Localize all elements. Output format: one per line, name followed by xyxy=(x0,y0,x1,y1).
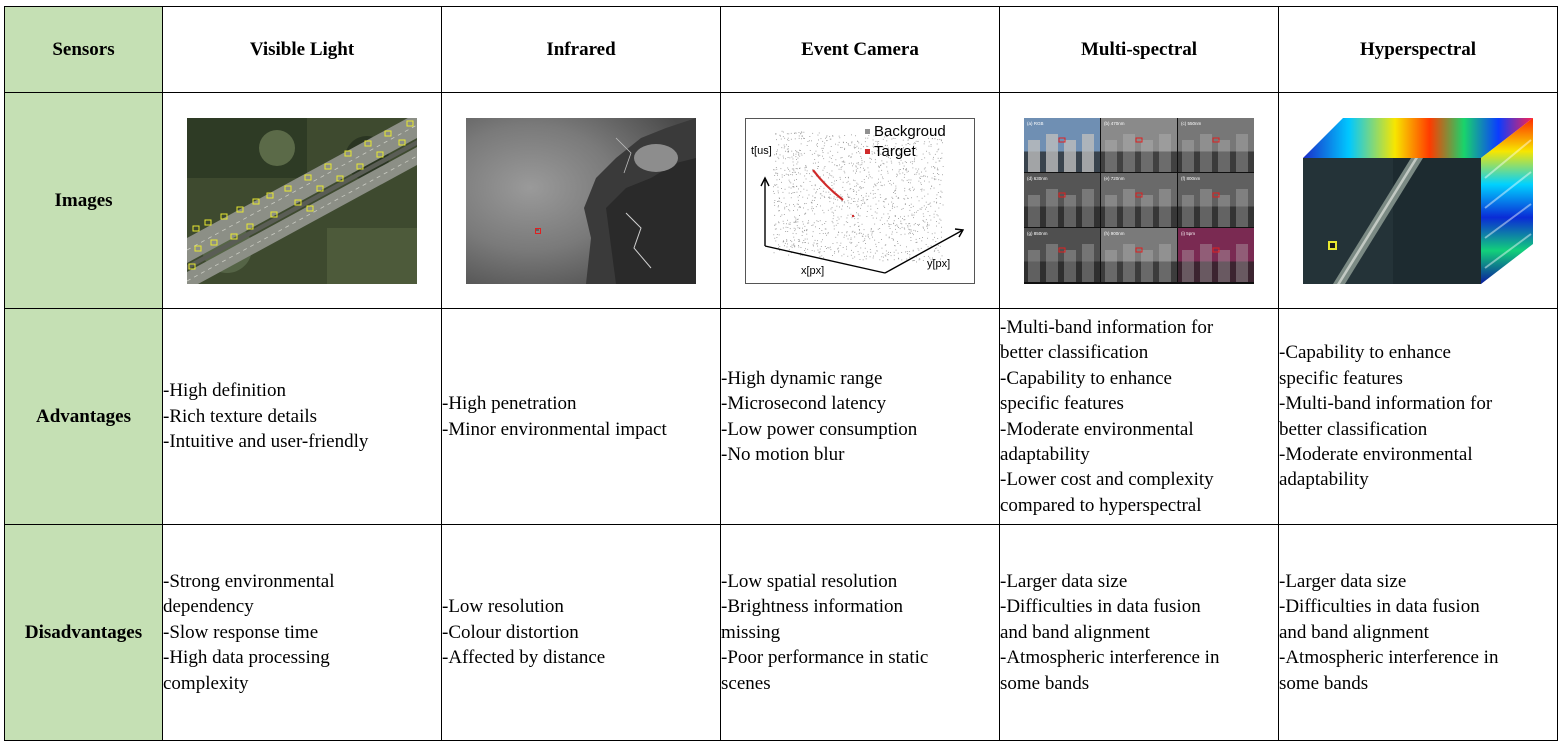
cell-line: -High definition xyxy=(163,380,286,402)
cell-line: -Microsecond latency xyxy=(721,393,887,415)
cell-line: -Brightness information xyxy=(721,596,904,618)
advantages-row: Advantages -High definition -Rich texture… xyxy=(4,308,1558,525)
band-tile-label: (d) 630nm xyxy=(1027,176,1048,181)
cell-line: dependency xyxy=(163,596,254,618)
infrared-grayscale-image xyxy=(466,117,696,284)
background-events xyxy=(773,130,944,263)
cell-line: -Atmospheric interference in xyxy=(1279,647,1499,669)
target-trajectory xyxy=(812,168,844,201)
cell-line: -Moderate environmental xyxy=(1279,443,1473,465)
band-tile-label: (b) 470nm xyxy=(1104,121,1125,126)
row-header-images: Images xyxy=(4,92,163,309)
cell-line: scenes xyxy=(721,672,771,694)
visible-light-image-cell xyxy=(162,92,442,309)
sensor-comparison-table: Sensors Visible Light Infrared Event Cam… xyxy=(4,6,1558,741)
advantages-visible-light: -High definition -Rich texture details -In… xyxy=(162,308,442,525)
cell-line: -Slow response time xyxy=(163,621,319,643)
disadvantages-visible-light: -Strong environmental dependency -Slow res… xyxy=(162,524,442,741)
cell-line: adaptability xyxy=(1279,469,1369,491)
column-header-multi-spectral: Multi-spectral xyxy=(999,6,1279,93)
visible-light-aerial-image xyxy=(187,117,417,284)
column-header-hyperspectral: Hyperspectral xyxy=(1278,6,1558,93)
cell-line: -Larger data size xyxy=(1279,570,1407,592)
hyperspectral-image-cell xyxy=(1278,92,1558,309)
disadvantages-event-camera: -Low spatial resolution -Brightness infor… xyxy=(720,524,1000,741)
cell-line: better classification xyxy=(1279,418,1428,440)
cell-line: -Intuitive and user-friendly xyxy=(163,431,369,453)
cell-line: and band alignment xyxy=(1000,621,1150,643)
row-header-disadvantages: Disadvantages xyxy=(4,524,163,741)
cell-line: -Difficulties in data fusion xyxy=(1000,596,1201,618)
hyperspectral-data-cube xyxy=(1303,117,1533,284)
cell-line: -Moderate environmental xyxy=(1000,418,1194,440)
disadvantages-row: Disadvantages -Strong environmental depen… xyxy=(4,524,1558,741)
axis-t-label: t[us] xyxy=(751,145,772,157)
column-header-visible-light: Visible Light xyxy=(162,6,442,93)
cell-line: better classification xyxy=(1000,342,1149,364)
cell-line: -Low spatial resolution xyxy=(721,570,898,592)
cell-line: some bands xyxy=(1000,672,1090,694)
cell-line: and band alignment xyxy=(1279,621,1429,643)
band-tile-label: (g) 850nm xyxy=(1027,231,1048,236)
advantages-multi-spectral: -Multi-band information for better classi… xyxy=(999,308,1279,525)
multispectral-image-cell: (a) RGB (b) 470nm (c) 550nm (d) 630nm (e) 72… xyxy=(999,92,1279,309)
band-tile-label: (a) RGB xyxy=(1027,121,1044,126)
cell-line: -Atmospheric interference in xyxy=(1000,647,1220,669)
corner-header-sensors: Sensors xyxy=(4,6,163,93)
cell-line: complexity xyxy=(163,672,249,694)
band-tile-label: (h) 900nm xyxy=(1104,231,1125,236)
cell-line: -Low power consumption xyxy=(721,418,918,440)
band-tile-label: (e) 720nm xyxy=(1104,176,1125,181)
cell-line: -Colour distortion xyxy=(442,621,579,643)
band-tile-label: (c) 550nm xyxy=(1181,121,1202,126)
cell-line: -Rich texture details xyxy=(163,405,318,427)
cell-line: -Capability to enhance xyxy=(1000,367,1172,389)
cell-line: missing xyxy=(721,621,781,643)
advantages-infrared: -High penetration -Minor environmental im… xyxy=(441,308,721,525)
band-tile-label: (f) 800nm xyxy=(1181,176,1201,181)
cell-line: -Capability to enhance xyxy=(1279,342,1451,364)
cell-line: -Low resolution xyxy=(442,596,564,618)
legend-background-label: Backgroud xyxy=(874,123,946,140)
cell-line: some bands xyxy=(1279,672,1369,694)
legend-target-label: Target xyxy=(874,143,917,160)
cell-line: adaptability xyxy=(1000,443,1090,465)
cell-line: -Affected by distance xyxy=(442,647,606,669)
multispectral-band-grid: (a) RGB (b) 470nm (c) 550nm (d) 630nm (e) 72… xyxy=(1024,117,1254,284)
cell-line: -High penetration xyxy=(442,393,577,415)
cell-line: -Multi-band information for xyxy=(1279,393,1493,415)
column-header-event-camera: Event Camera xyxy=(720,6,1000,93)
cell-line: -Poor performance in static xyxy=(721,647,929,669)
row-header-advantages: Advantages xyxy=(4,308,163,525)
column-header-infrared: Infrared xyxy=(441,6,721,93)
advantages-hyperspectral: -Capability to enhance specific features -… xyxy=(1278,308,1558,525)
cell-line: -No motion blur xyxy=(721,443,845,465)
cell-line: -Larger data size xyxy=(1000,570,1128,592)
cell-line: -Strong environmental xyxy=(163,570,335,592)
cell-line: -Difficulties in data fusion xyxy=(1279,596,1480,618)
cell-line: specific features xyxy=(1279,367,1403,389)
cell-line: compared to hyperspectral xyxy=(1000,494,1202,516)
cell-line: -Multi-band information for xyxy=(1000,316,1214,338)
header-row: Sensors Visible Light Infrared Event Cam… xyxy=(4,6,1558,93)
cell-line: -Lower cost and complexity xyxy=(1000,469,1214,491)
advantages-event-camera: -High dynamic range -Microsecond latency -… xyxy=(720,308,1000,525)
disadvantages-hyperspectral: -Larger data size -Difficulties in data f… xyxy=(1278,524,1558,741)
cell-line: -High dynamic range xyxy=(721,367,883,389)
event-camera-image-cell: Backgroud Target t[us] x[px] y[px] xyxy=(720,92,1000,309)
images-row: Images xyxy=(4,92,1558,309)
axis-x-label: x[px] xyxy=(801,265,824,277)
event-camera-plot: Backgroud Target t[us] x[px] y[px] xyxy=(745,117,975,284)
band-tile-label: (i) 5pm xyxy=(1181,231,1195,236)
disadvantages-infrared: -Low resolution -Colour distortion -Affect… xyxy=(441,524,721,741)
infrared-image-cell xyxy=(441,92,721,309)
axis-y-label: y[px] xyxy=(927,258,950,270)
disadvantages-multi-spectral: -Larger data size -Difficulties in data f… xyxy=(999,524,1279,741)
cell-line: -Minor environmental impact xyxy=(442,418,667,440)
cell-line: specific features xyxy=(1000,393,1124,415)
cell-line: -High data processing xyxy=(163,647,330,669)
